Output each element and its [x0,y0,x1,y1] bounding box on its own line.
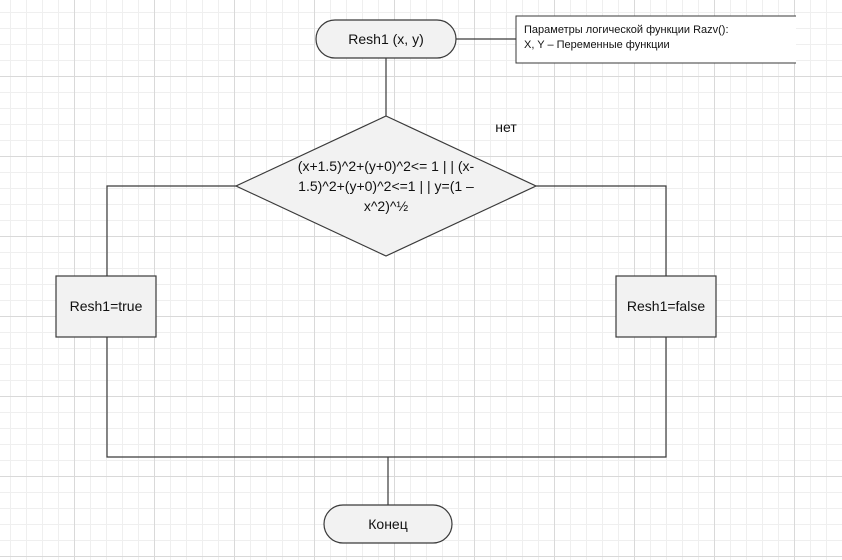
note-annotation: Параметры логической функции Razv(): X, … [524,23,794,53]
false-process-box [615,275,717,338]
note-line-2: X, Y – Переменные функции [524,39,670,51]
note-line-1: Параметры логической функции Razv(): [524,24,729,36]
start-terminator [315,19,457,59]
false-process-label: Resh1=false [627,298,705,314]
true-process-label: Resh1=true [70,298,143,314]
start-label: Resh1 (x, y) [348,31,423,47]
end-label: Конец [368,516,407,532]
note-bracket [515,15,796,64]
connector-decision-to-false [536,185,667,276]
end-terminator [323,504,453,544]
no-branch-label: нет [495,119,517,135]
decision-condition-line-3: x^2)^½ [364,198,409,214]
connector-decision-to-true [106,185,236,276]
decision-condition-line-2: 1.5)^2+(y+0)^2<=1 | | y=(1 – [298,178,474,194]
connector-true-to-merge [106,337,388,458]
decision-diamond [234,115,538,257]
true-process-box [55,275,157,338]
decision-condition-line-1: (x+1.5)^2+(y+0)^2<= 1 | | (x- [298,158,475,174]
connector-false-to-merge [388,337,667,458]
